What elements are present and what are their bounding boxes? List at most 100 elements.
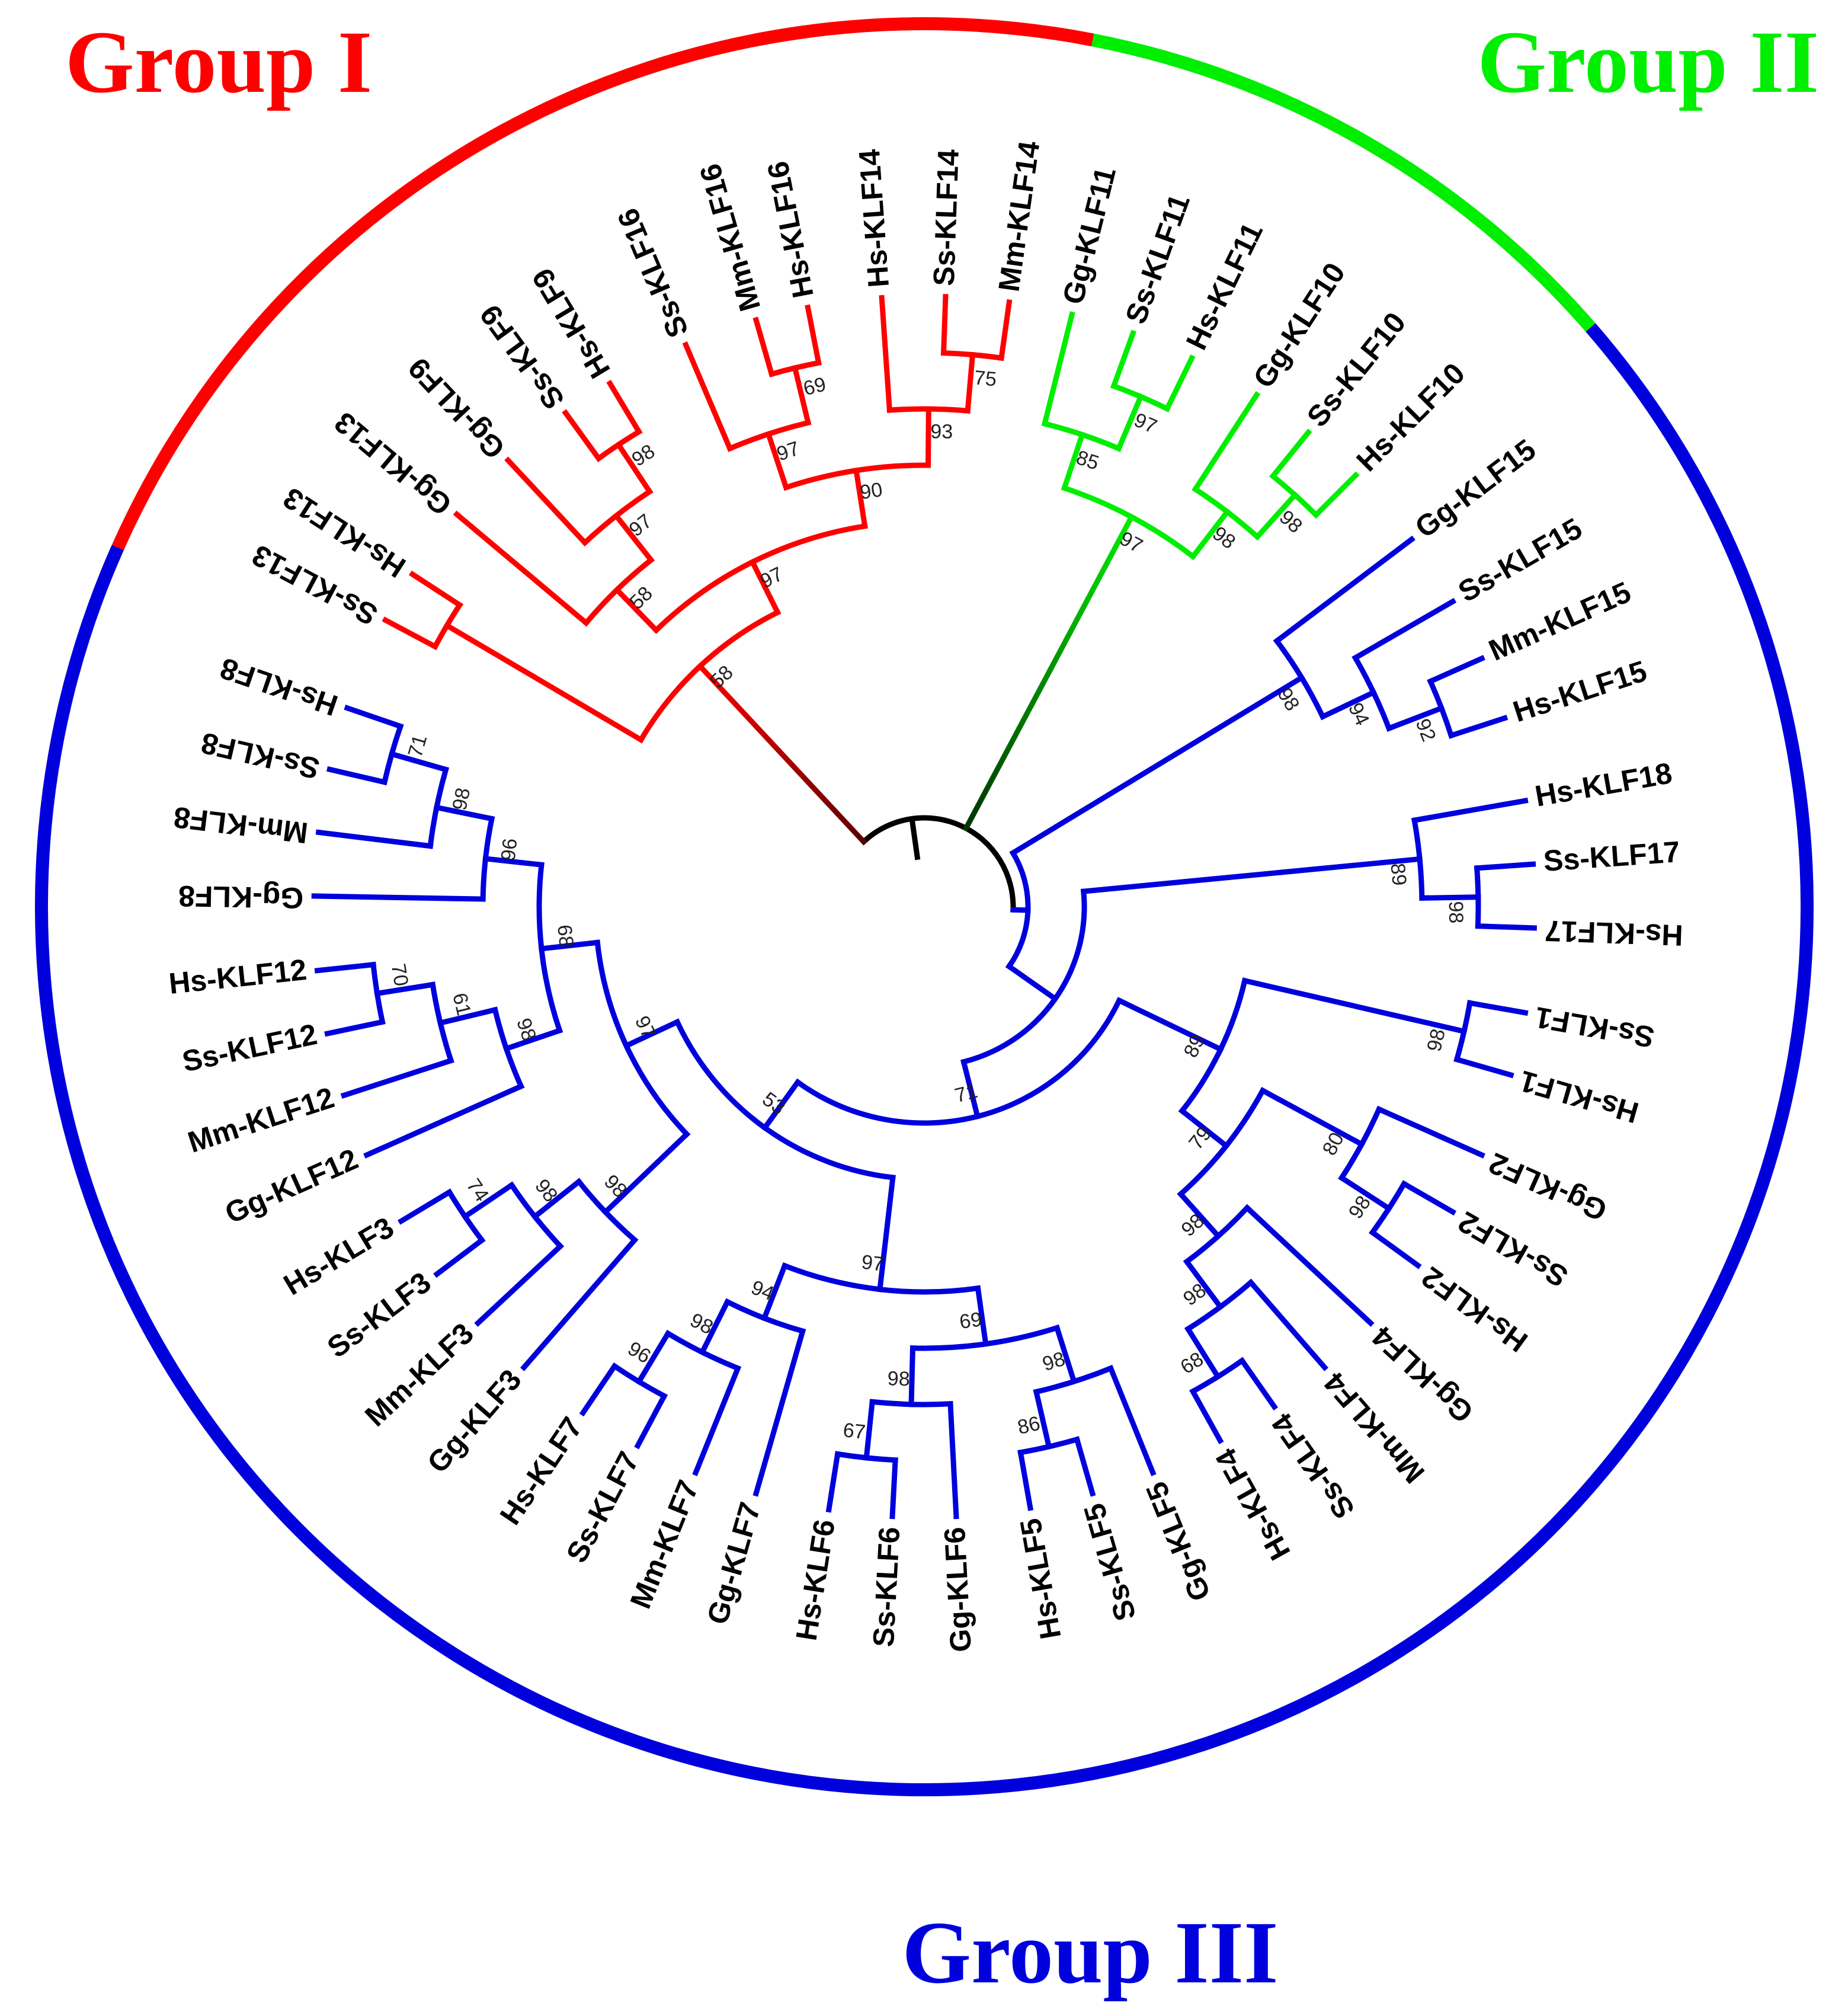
leaf-label: Mm-KLF8	[172, 801, 310, 850]
branch-arc	[536, 862, 563, 1034]
branch-arc	[1338, 1105, 1383, 1182]
branch-arc	[723, 1298, 806, 1335]
leaf-label: Gg-KLF11	[1056, 164, 1122, 308]
leaf-label: Ss-KLF5	[1077, 1500, 1142, 1624]
branch-arc	[674, 1018, 896, 1181]
branch-arc	[1273, 637, 1327, 721]
branch-arc	[1005, 849, 1031, 970]
leaf-branch	[562, 409, 603, 462]
branch-stem	[482, 855, 545, 868]
leaf-label: Hs-KLF12	[167, 953, 308, 1000]
leaf-label: Hs-KLF18	[1533, 756, 1675, 813]
bootstrap-value: 97	[757, 562, 787, 593]
leaf-branch	[340, 1057, 454, 1099]
branch-stem	[975, 1285, 989, 1347]
branch-stem	[1177, 1190, 1222, 1240]
branch-stem	[538, 939, 601, 952]
leaf-label: Gg-KLF8	[178, 879, 304, 915]
leaf-label: Mm-KLF15	[1484, 575, 1635, 667]
branch-stem	[388, 750, 450, 773]
branch-arc	[1178, 977, 1248, 1115]
branch-arc	[1474, 865, 1481, 929]
branch-stem	[960, 1058, 981, 1120]
branch-arc	[1041, 420, 1123, 452]
branch-arc	[594, 939, 691, 1138]
leaf-label: Hs-KLF3	[278, 1211, 399, 1302]
leaf-label: Hs-KLF1	[1516, 1064, 1642, 1130]
leaf-label: Ss-KLF14	[927, 149, 965, 287]
bootstrap-value: 61	[448, 991, 475, 1018]
branch-stem	[1338, 1174, 1393, 1213]
bootstrap-value: 97	[630, 1012, 660, 1042]
leaf-label: Mm-KLF16	[693, 160, 767, 315]
leaf-label: Ss-KLF3	[321, 1265, 437, 1364]
branch-arc	[909, 1324, 1061, 1351]
branch-stem	[1061, 431, 1086, 492]
branch-arc	[582, 556, 655, 627]
root-stub	[909, 818, 921, 861]
branch-arc	[1184, 1278, 1255, 1333]
leaf-label: Gg-KLF5	[1139, 1477, 1217, 1606]
leaf-branch	[1238, 1357, 1279, 1410]
leaf-label: Gg-KLF13	[328, 405, 458, 522]
leaf-label: Ss-KLF2	[1453, 1205, 1574, 1294]
branch-stem	[696, 662, 868, 846]
branch-arc	[869, 1399, 953, 1408]
bootstrap-value: 71	[403, 732, 431, 760]
bootstrap-value: 98	[1423, 1026, 1450, 1053]
leaf-branch	[1447, 715, 1508, 739]
leaf-branch	[1163, 354, 1196, 412]
branch-stem	[1080, 856, 1423, 895]
leaf-label: Hs-KLF6	[790, 1517, 841, 1643]
leaf-branch	[504, 456, 589, 547]
leaf-branch	[1273, 535, 1415, 645]
branch-stem	[1385, 705, 1445, 732]
branch-stem	[1241, 977, 1468, 1035]
leaf-branch	[344, 704, 404, 730]
branch-stem	[863, 1399, 876, 1461]
bootstrap-value: 98	[448, 786, 475, 813]
branch-stem	[531, 1178, 583, 1221]
bootstrap-value: 86	[1016, 1412, 1042, 1440]
branch-stem	[601, 1130, 691, 1216]
bootstrap-value: 98	[1445, 901, 1468, 923]
leaf-label: Gg-KLF2	[1484, 1146, 1612, 1227]
leaf-label: Ss-KLF15	[1453, 511, 1588, 609]
leaf-branch	[433, 1236, 486, 1278]
tree-branches	[311, 293, 1538, 1520]
leaf-branch	[752, 316, 775, 378]
branch-stem	[925, 406, 931, 468]
branch-stem	[1184, 1325, 1222, 1381]
branch-stem	[1115, 997, 1225, 1053]
leaf-label: Gg-KLF15	[1409, 433, 1542, 545]
leaf-label: Hs-KLF7	[494, 1411, 589, 1531]
leaf-branch	[474, 1242, 565, 1327]
branch-stem	[962, 513, 1135, 832]
leaf-branch	[382, 616, 439, 651]
leaf-branch	[1411, 797, 1529, 824]
bootstrap-value: 89	[1386, 862, 1410, 887]
branch-arc	[581, 488, 654, 547]
branch-arc	[783, 462, 931, 491]
branch-arc	[781, 1262, 981, 1295]
branch-stem	[614, 441, 654, 495]
branch-arc	[886, 406, 971, 414]
branch-stem	[761, 1262, 789, 1322]
leaf-label: Mm-KLF7	[624, 1476, 705, 1613]
branch-stem	[877, 1174, 896, 1293]
branch-arc	[492, 1006, 525, 1090]
leaf-branch	[1474, 861, 1536, 871]
leaf-label: Ss-KLF1	[1533, 1000, 1657, 1054]
branch-arc	[480, 815, 495, 902]
branch-stem	[1009, 674, 1306, 857]
branch-arc	[1061, 484, 1197, 561]
branch-arc	[1369, 1180, 1408, 1236]
leaf-label: Gg-KLF6	[938, 1526, 978, 1653]
branch-stem	[853, 467, 868, 529]
branch-arc	[431, 601, 464, 651]
bootstrap-value: 90	[859, 478, 884, 504]
leaf-label: Hs-KLF16	[761, 159, 820, 301]
branch-stem	[1259, 1087, 1366, 1148]
leaf-branch	[397, 1188, 453, 1225]
